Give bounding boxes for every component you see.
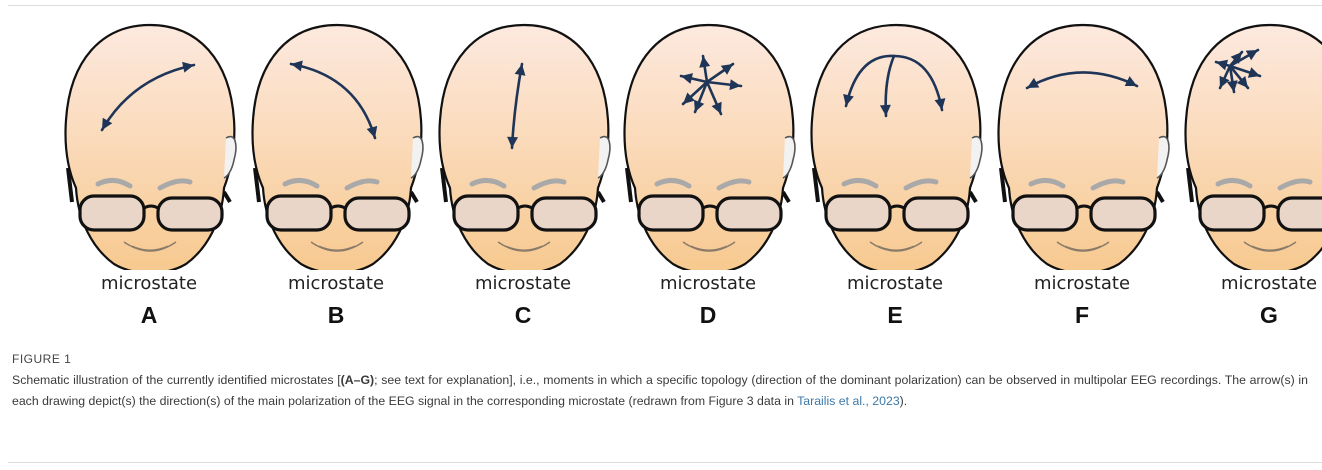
right-lens [345, 198, 409, 230]
head-drawing [58, 20, 240, 270]
left-lens [267, 196, 331, 230]
figure-caption-text: Schematic illustration of the currently … [12, 370, 1308, 412]
head-outline [624, 25, 793, 270]
head-drawing [804, 20, 986, 270]
left-lens [454, 196, 518, 230]
microstate-letter: D [617, 302, 799, 329]
left-lens [80, 196, 144, 230]
microstate-word: microstate [617, 273, 799, 294]
head-drawing [617, 20, 799, 270]
ear-shape [224, 137, 236, 178]
microstate-letter: C [432, 302, 614, 329]
head-drawing [432, 20, 614, 270]
head-outline [439, 25, 608, 270]
head-outline [252, 25, 421, 270]
glasses-temple-right [411, 192, 417, 202]
microstate-b-panel: microstateB [245, 20, 427, 320]
head-outline [811, 25, 980, 270]
right-lens [158, 198, 222, 230]
glasses-temple-right [1157, 192, 1163, 202]
ear-shape [411, 137, 423, 178]
right-lens [1278, 198, 1322, 230]
right-lens [717, 198, 781, 230]
caption-text-start: Schematic illustration of the currently … [12, 373, 341, 387]
ear-shape [783, 137, 795, 178]
microstate-word: microstate [58, 273, 240, 294]
glasses-temple-right [783, 192, 789, 202]
caption-panel-range: (A–G) [341, 373, 374, 387]
right-lens [532, 198, 596, 230]
microstate-letter: G [1178, 302, 1322, 329]
head-outline [65, 25, 234, 270]
head-outline [998, 25, 1167, 270]
ear-shape [598, 137, 610, 178]
figure-caption: FIGURE 1 Schematic illustration of the c… [12, 352, 1308, 412]
microstate-word: microstate [1178, 273, 1322, 294]
ear-shape [1157, 137, 1169, 178]
glasses-temple-right [598, 192, 604, 202]
glasses-temple-right [970, 192, 976, 202]
microstate-letter: A [58, 302, 240, 329]
left-lens [1013, 196, 1077, 230]
microstate-d-panel: microstateD [617, 20, 799, 320]
microstate-letter: F [991, 302, 1173, 329]
caption-text-end: ). [900, 394, 908, 408]
head-drawing [245, 20, 427, 270]
right-lens [1091, 198, 1155, 230]
microstate-word: microstate [991, 273, 1173, 294]
figure-label: FIGURE 1 [12, 352, 1308, 366]
left-lens [826, 196, 890, 230]
ear-shape [970, 137, 982, 178]
head-drawing [1178, 20, 1322, 270]
head-drawing [991, 20, 1173, 270]
microstate-word: microstate [245, 273, 427, 294]
microstate-word: microstate [804, 273, 986, 294]
glasses-temple-right [224, 192, 230, 202]
microstate-word: microstate [432, 273, 614, 294]
right-lens [904, 198, 968, 230]
microstate-letter: E [804, 302, 986, 329]
head-outline [1185, 25, 1322, 270]
microstate-letter: B [245, 302, 427, 329]
left-lens [639, 196, 703, 230]
left-lens [1200, 196, 1264, 230]
caption-reference-link[interactable]: Tarailis et al., 2023 [797, 394, 900, 408]
